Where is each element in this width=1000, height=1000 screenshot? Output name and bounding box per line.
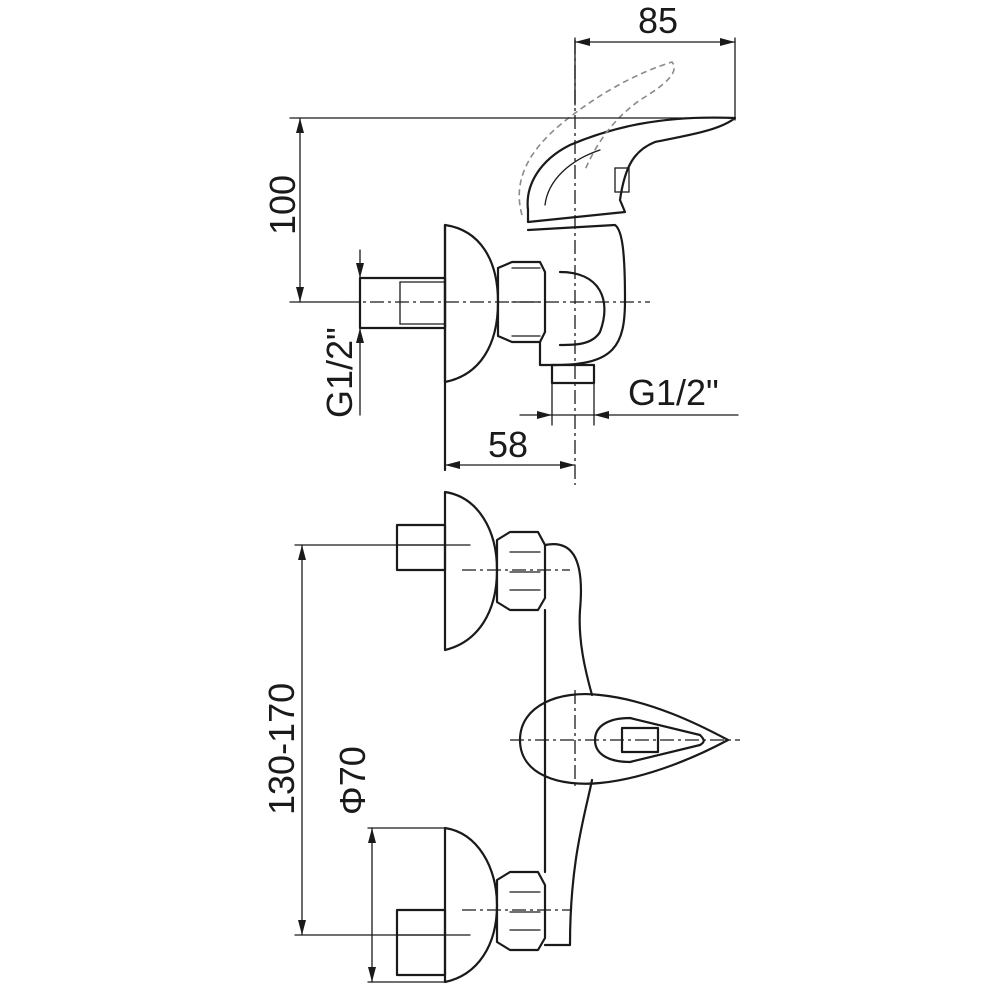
arrowhead: [537, 411, 552, 419]
escutcheon-rosette: [443, 223, 500, 384]
lever-screw: [614, 167, 630, 193]
arrowhead: [296, 287, 304, 302]
dim-label-thread-left: G1/2": [319, 327, 360, 418]
arrowhead: [296, 118, 304, 133]
hex-nut: [496, 260, 547, 344]
bottom-outlet: [550, 363, 596, 385]
arrowhead: [594, 411, 609, 419]
arrowhead: [298, 545, 306, 560]
front-view: 130-170 Φ70: [261, 490, 740, 984]
faucet-body: [526, 223, 627, 367]
body-right-edge-top: [543, 543, 594, 697]
arrowhead: [356, 328, 364, 343]
arrowhead: [368, 967, 376, 982]
body-curve: [558, 270, 606, 347]
arrowhead: [368, 828, 376, 843]
arrowhead: [720, 38, 735, 46]
dim-label-85: 85: [638, 0, 678, 41]
arrowhead: [575, 38, 590, 46]
top-inlet-pipe: [395, 523, 447, 572]
lever-detail: [544, 149, 601, 206]
arrowhead: [445, 461, 460, 469]
dim-label-58: 58: [488, 424, 528, 465]
lever-alt-position: [518, 61, 675, 216]
bottom-inlet-pipe: [395, 908, 447, 977]
lever-handle: [526, 116, 737, 224]
arrowhead: [298, 920, 306, 935]
dim-label-130-170: 130-170: [261, 683, 302, 815]
top-hex-nut: [495, 530, 547, 612]
bottom-rosette: [443, 826, 499, 984]
lever-front: [518, 693, 730, 785]
side-view: 85 100 G1/2" G1/2" 58: [262, 0, 739, 485]
arrowhead: [560, 461, 575, 469]
dim-label-100: 100: [262, 175, 303, 235]
arrowhead: [356, 263, 364, 278]
lever-inlay: [593, 716, 705, 764]
inlet-pipe: [358, 276, 447, 330]
dim-label-thread-right: G1/2": [628, 372, 719, 413]
body-right-edge-bottom: [543, 778, 594, 947]
bottom-hex-nut: [495, 870, 547, 952]
top-rosette: [443, 490, 499, 652]
dim-label-diameter: Φ70: [332, 746, 373, 815]
